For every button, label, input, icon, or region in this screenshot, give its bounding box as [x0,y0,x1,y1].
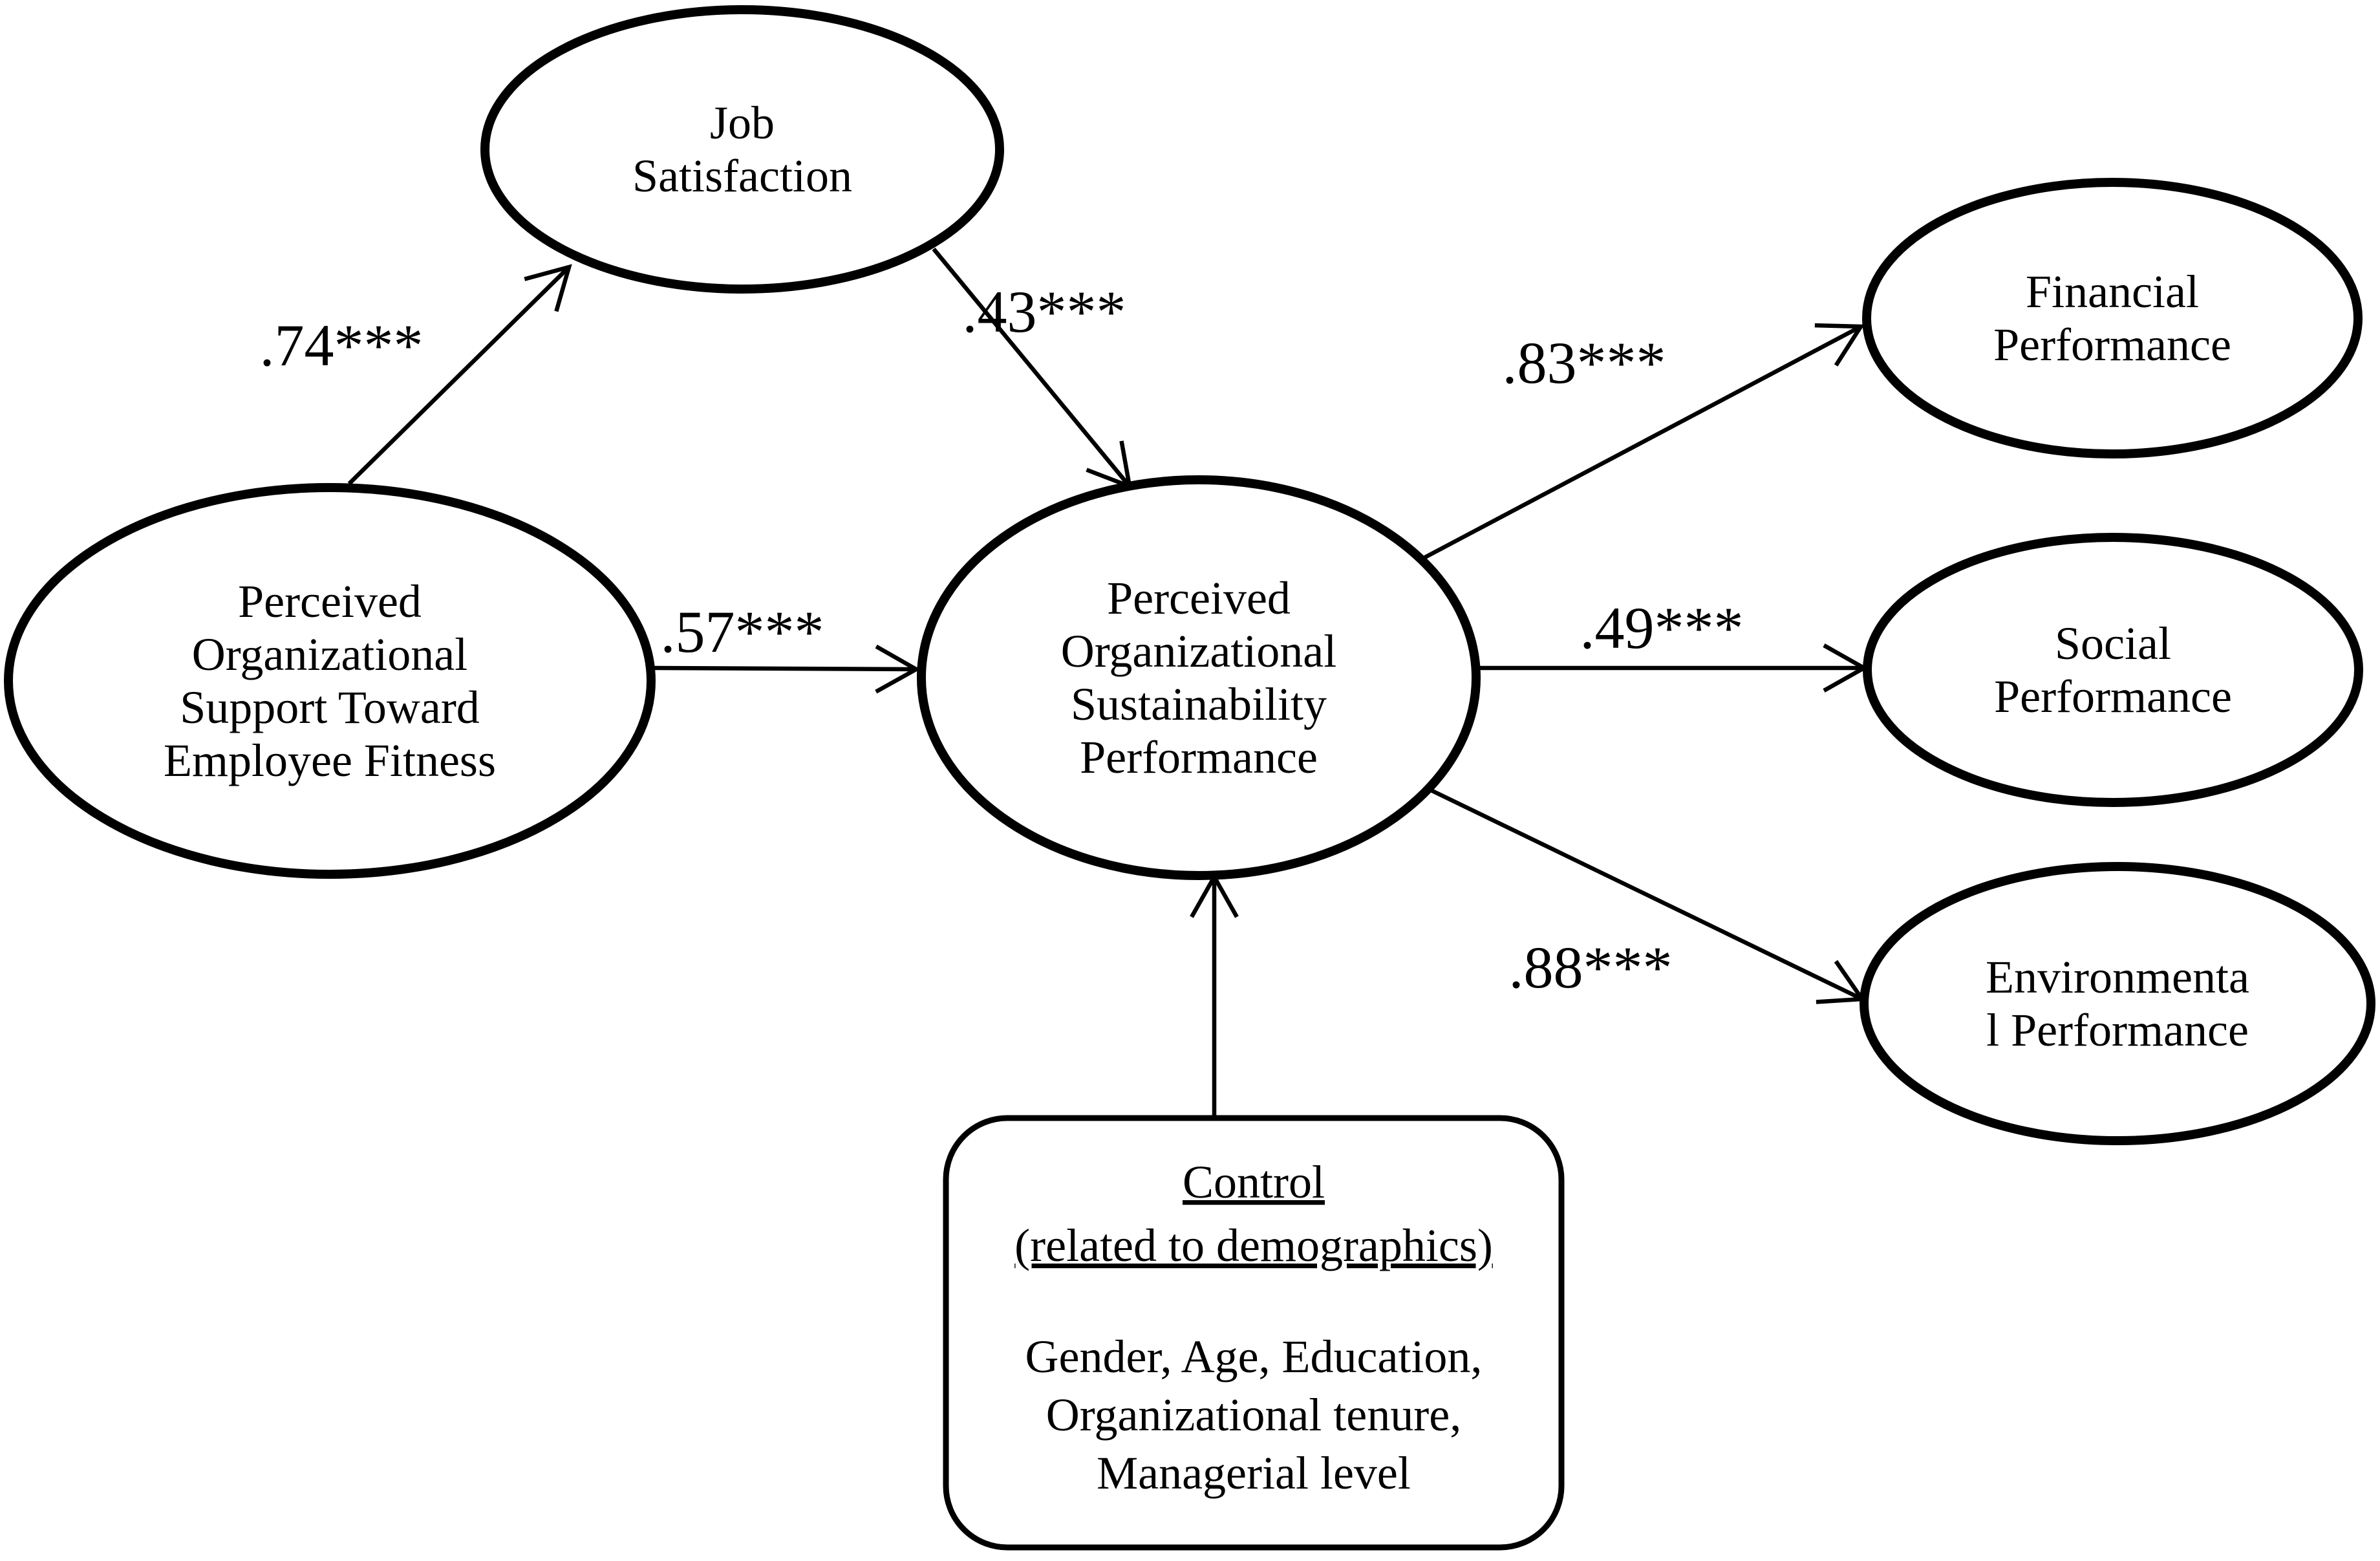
job-satisfaction-label: Job [710,97,775,149]
coefficient-job-to-posp: .43*** [963,279,1126,345]
control-box-body-line: Gender, Age, Education, [1025,1331,1483,1383]
financial-performance-label: Performance [1993,319,2231,371]
perceived-org-sustainability-label: Sustainability [1071,678,1327,730]
perceived-org-sustainability-ellipse [917,475,1481,880]
job-satisfaction-ellipse [480,5,1004,294]
coefficient-posp-to-social: .49*** [1580,595,1744,661]
coefficient-labels: .74*** .43*** .57*** .83*** .49*** .88**… [260,279,1744,1000]
control-box-subtitle: (related to demographics) [1014,1220,1493,1271]
perceived-org-support-label: Support Toward [180,682,480,733]
node-labels: Job Satisfaction Perceived Organizationa… [164,97,2249,1499]
environmental-performance-label: Environmenta [1986,951,2249,1003]
edge-posp-to-financial [1420,323,1865,561]
social-performance-label: Performance [1994,671,2232,722]
control-box-body-line: Organizational tenure, [1046,1389,1461,1441]
edge-posp-to-environmental [1427,787,1866,1004]
social-performance-label: Social [2055,618,2171,669]
perceived-org-support-ellipse [4,483,656,879]
node-shapes [4,5,2375,1551]
coefficient-pos-to-posp: .57*** [661,599,824,665]
financial-performance-label: Financial [2026,266,2199,318]
coefficient-posp-to-financial: .83*** [1503,330,1666,396]
edge-job-satisfaction-to-posp [932,247,1133,490]
social-performance-ellipse [1863,533,2363,807]
edges [347,247,1869,1117]
control-box-body-line: Managerial level [1097,1447,1411,1499]
control-box-title: Control [1183,1156,1325,1208]
perceived-org-support-label: Perceived [238,576,422,627]
financial-performance-ellipse [1862,178,2363,458]
job-satisfaction-label: Satisfaction [632,150,852,202]
perceived-org-support-label: Employee Fitness [164,735,496,786]
coefficient-posp-to-environmental: .88*** [1509,934,1673,1000]
control-box [943,1115,1565,1551]
edge-pos-to-job-satisfaction [347,264,572,486]
edge-pos-to-posp [651,644,921,694]
perceived-org-support-label: Organizational [192,629,468,680]
environmental-performance-ellipse [1860,862,2375,1145]
perceived-org-sustainability-label: Organizational [1061,625,1337,677]
environmental-performance-label: l Performance [1986,1004,2249,1056]
coefficient-pos-to-job: .74*** [260,312,423,378]
perceived-org-sustainability-label: Performance [1080,731,1318,783]
perceived-org-sustainability-label: Perceived [1107,572,1291,624]
